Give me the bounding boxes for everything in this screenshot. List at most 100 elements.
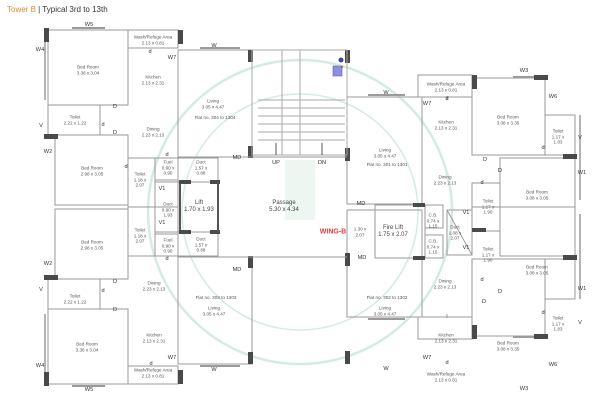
- room-size: 3.05 x 4.47: [202, 311, 226, 316]
- unit-right-top: [345, 50, 581, 208]
- room-size: 1.18 x 2.07: [133, 177, 147, 188]
- opening-code: W2: [43, 261, 53, 267]
- room-name: Duct: [196, 159, 206, 165]
- opening-code: d: [480, 277, 484, 283]
- opening-code: MD: [356, 201, 366, 207]
- room-name: Kitchen: [145, 74, 161, 80]
- room-size: 1.30 x 2.07: [353, 226, 367, 237]
- room-size: 2.13 x 2.31: [141, 80, 165, 85]
- flat-number: Flat no. 301 to 1301: [366, 162, 408, 168]
- room-size: 1.17 x 1.90: [481, 204, 495, 215]
- room-name: Toilet: [552, 315, 564, 321]
- opening-code: W7: [167, 55, 177, 61]
- room-name: Fire Lift: [382, 225, 404, 231]
- room-size: 3.08 x 3.35: [496, 346, 520, 351]
- room-label: 1.30 x 2.07: [350, 226, 370, 237]
- room-name: Bed Room: [497, 114, 519, 120]
- room-size: 2.23 x 2.13: [142, 286, 166, 291]
- wing-label: WING-B: [319, 228, 347, 236]
- room-size: 1.75 x 2.07: [378, 232, 408, 238]
- room-name: Toilet: [134, 171, 146, 177]
- room-name: Living: [206, 98, 220, 104]
- room-size: 1.18 x 2.07: [133, 233, 147, 244]
- room-size: 2.22 x 1.22: [63, 299, 87, 304]
- opening-code: W4: [35, 47, 45, 53]
- room-name: Dining: [438, 278, 452, 284]
- room-size: 2.13 x 2.31: [434, 125, 458, 130]
- room-name: Wash/Refuge Area: [133, 34, 173, 40]
- room-name: Wash/Refuge Area: [426, 371, 466, 377]
- room-name: Duct: [450, 224, 460, 230]
- room-name: Bed Room: [77, 64, 99, 70]
- flat-number: Flat no. 303 to 1303: [195, 295, 237, 301]
- room-size: 3.36 x 3.04: [76, 70, 100, 75]
- opening-code: W: [383, 366, 389, 372]
- room-name: Bed Room: [81, 165, 103, 171]
- room-size: 2.98 x 3.05: [80, 171, 104, 176]
- unit-left-top: [44, 27, 253, 208]
- room-size: 2.13 x 0.81: [141, 373, 165, 378]
- room-label: C.B.0.74 x 1.15: [423, 239, 443, 256]
- opening-code: V1: [462, 245, 470, 251]
- opening-code: W: [211, 367, 217, 373]
- title-separator: |: [38, 5, 41, 14]
- room-name: Bed Room: [81, 239, 103, 245]
- room-size: 2.23 x 2.13: [141, 132, 165, 137]
- room-name: Bed Room: [76, 341, 98, 347]
- opening-code: W4: [35, 363, 45, 369]
- opening-code: d: [148, 49, 152, 55]
- room-name: Duct: [196, 236, 206, 242]
- plan-title: Tower B | Typical 3rd to 13th: [7, 5, 108, 14]
- opening-code: W: [383, 90, 389, 96]
- room-size: 1.57 x 0.88: [194, 242, 208, 253]
- opening-code: V: [578, 135, 582, 141]
- staircase[interactable]: [251, 49, 348, 156]
- opening-code: D: [112, 279, 118, 285]
- opening-code: MD: [357, 255, 367, 261]
- room-name: Kitchen: [146, 332, 162, 338]
- opening-code: D: [482, 157, 488, 163]
- room-size: 0.90 x 0.90: [161, 165, 175, 176]
- opening-code: V: [39, 287, 43, 293]
- opening-code: MD: [232, 267, 242, 273]
- room-size: 5.30 x 4.34: [269, 207, 299, 213]
- room-label: C.B.0.74 x 1.15: [423, 213, 443, 230]
- opening-code: D: [112, 307, 118, 313]
- room-size: 2.13 x 0.81: [434, 377, 458, 382]
- room-size: 3.08 x 3.05: [525, 270, 549, 275]
- room-size: 1.17 x 1.83: [551, 321, 565, 332]
- opening-code: W5: [84, 22, 94, 28]
- opening-code: W: [211, 43, 217, 49]
- opening-code: W7: [422, 101, 432, 107]
- opening-code: V: [39, 123, 43, 129]
- room-size: 1.57 x 0.88: [194, 165, 208, 176]
- room-name: Bed Room: [497, 340, 519, 346]
- room-size: 1.08 x 2.07: [448, 230, 462, 241]
- room-name: Lift: [194, 200, 204, 206]
